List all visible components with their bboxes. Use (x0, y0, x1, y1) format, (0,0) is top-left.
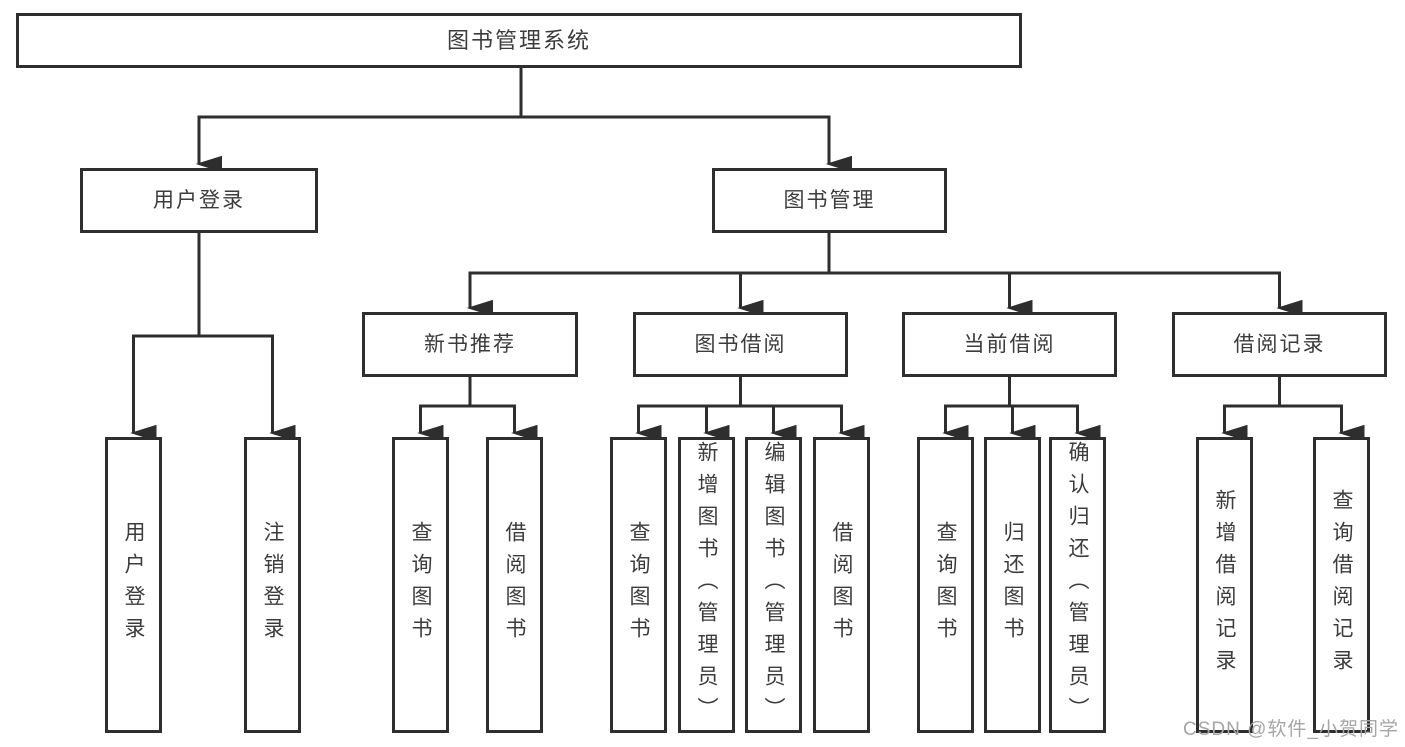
node-book-borrowing-label: 图书借阅 (694, 333, 787, 356)
leaf-bb-add-books: 新增图书（管理员） (678, 437, 735, 733)
node-user-login: 用户登录 (80, 168, 318, 233)
node-root: 图书管理系统 (16, 13, 1022, 68)
watermark: CSDN @软件_小贺同学 (1183, 719, 1399, 740)
leaf-bb-edit-books: 编辑图书（管理员） (745, 437, 802, 733)
node-book-management: 图书管理 (712, 168, 947, 233)
node-root-label: 图书管理系统 (446, 27, 591, 53)
leaf-cb-confirm-return-label: 确认归还（管理员） (1066, 441, 1089, 729)
leaf-cb-return-books: 归还图书 (984, 437, 1041, 733)
leaf-cb-return-books-label: 归还图书 (1001, 521, 1024, 649)
node-new-book-recommend-label: 新书推荐 (424, 333, 516, 356)
leaf-bb-borrow-books: 借阅图书 (813, 437, 870, 733)
leaf-cb-query-books-label: 查询图书 (934, 521, 957, 649)
node-new-book-recommend: 新书推荐 (362, 312, 578, 377)
leaf-user-login: 用户登录 (105, 437, 162, 733)
leaf-cb-confirm-return: 确认归还（管理员） (1049, 437, 1106, 733)
leaf-bb-query-books: 查询图书 (610, 437, 667, 733)
leaf-br-query-record-label: 查询借阅记录 (1330, 489, 1353, 681)
node-user-login-label: 用户登录 (153, 189, 245, 212)
leaf-bb-add-books-label: 新增图书（管理员） (695, 441, 718, 729)
node-book-management-label: 图书管理 (783, 189, 876, 212)
leaf-nbr-borrow-books-label: 借阅图书 (503, 521, 526, 649)
node-borrowing-records-label: 借阅记录 (1233, 333, 1326, 356)
leaf-br-add-record: 新增借阅记录 (1196, 437, 1253, 733)
leaf-cb-query-books: 查询图书 (917, 437, 974, 733)
leaf-logout: 注销登录 (244, 437, 301, 733)
node-book-borrowing: 图书借阅 (633, 312, 848, 377)
leaf-bb-borrow-books-label: 借阅图书 (830, 521, 853, 649)
leaf-bb-query-books-label: 查询图书 (627, 521, 650, 649)
node-borrowing-records: 借阅记录 (1172, 312, 1387, 377)
leaf-nbr-query-books: 查询图书 (392, 437, 449, 733)
leaf-nbr-query-books-label: 查询图书 (409, 521, 432, 649)
leaf-logout-label: 注销登录 (261, 521, 284, 649)
leaf-bb-edit-books-label: 编辑图书（管理员） (762, 441, 785, 729)
leaf-br-add-record-label: 新增借阅记录 (1213, 489, 1236, 681)
leaf-br-query-record: 查询借阅记录 (1313, 437, 1370, 733)
leaf-user-login-label: 用户登录 (122, 521, 145, 649)
node-current-borrowing: 当前借阅 (902, 312, 1117, 377)
node-current-borrowing-label: 当前借阅 (963, 333, 1056, 356)
leaf-nbr-borrow-books: 借阅图书 (486, 437, 543, 733)
